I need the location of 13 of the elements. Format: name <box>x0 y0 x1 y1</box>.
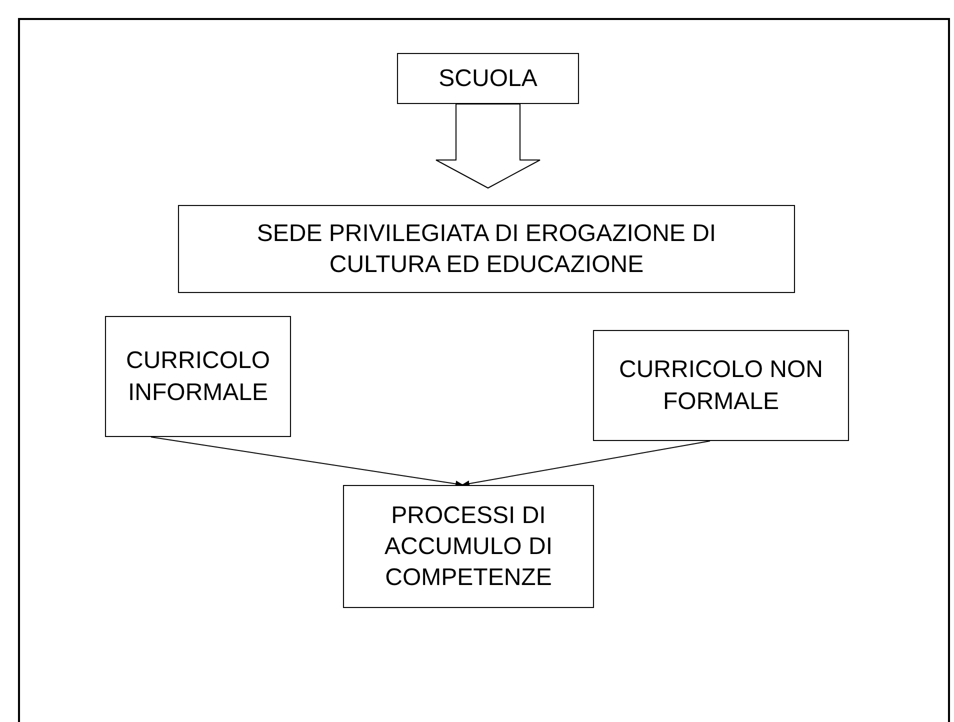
box-label: SCUOLA <box>438 64 538 94</box>
text-box <box>397 53 579 104</box>
arrow <box>150 436 464 487</box>
box-label: CURRICOLO NON FORMALE <box>618 355 824 416</box>
box-label: SEDE PRIVILEGIATA DI EROGAZIONE DI CULTURA ED EDUCAZIONE <box>256 218 718 280</box>
box-label: PROCESSI DI ACCUMULO DI COMPETENZE <box>383 500 554 594</box>
text-box <box>105 316 291 437</box>
text-box <box>593 330 849 441</box>
box-label: CURRICOLO INFORMALE <box>124 346 271 408</box>
text-box <box>178 205 795 293</box>
block-arrow <box>436 104 540 189</box>
text-box <box>343 485 594 608</box>
arrow <box>461 440 710 487</box>
